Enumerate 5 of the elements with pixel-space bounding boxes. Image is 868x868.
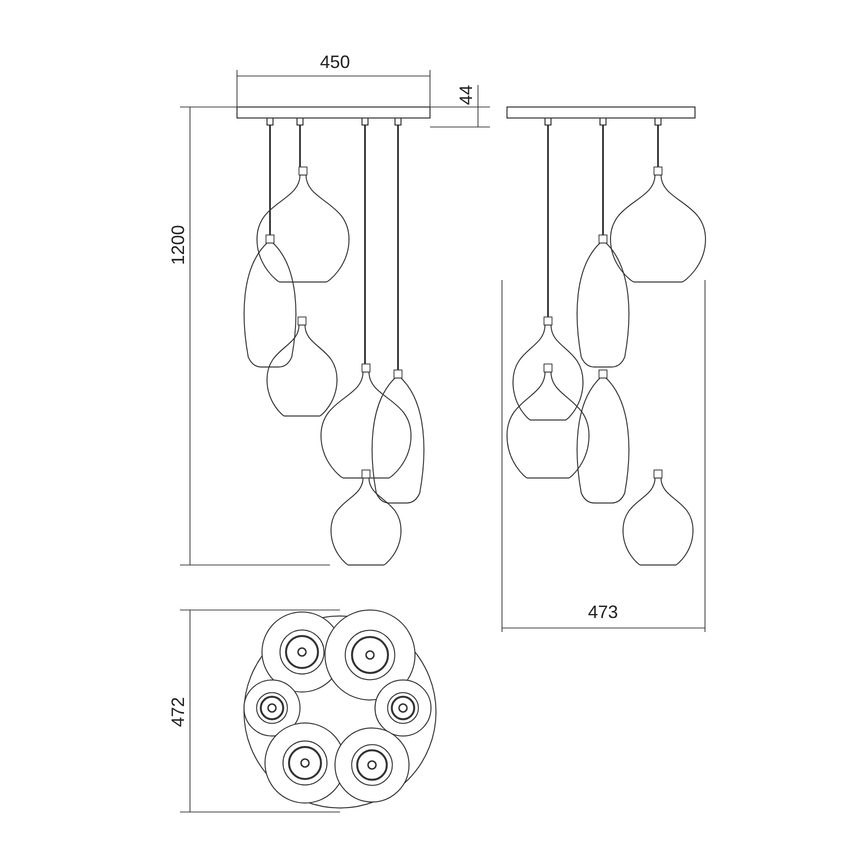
- dimension-label: 472: [169, 696, 187, 728]
- dimension-label: 450: [320, 53, 350, 71]
- dimension-label: 473: [588, 603, 618, 621]
- dimension-label: 44: [457, 84, 475, 106]
- dimension-label: 1200: [169, 224, 187, 266]
